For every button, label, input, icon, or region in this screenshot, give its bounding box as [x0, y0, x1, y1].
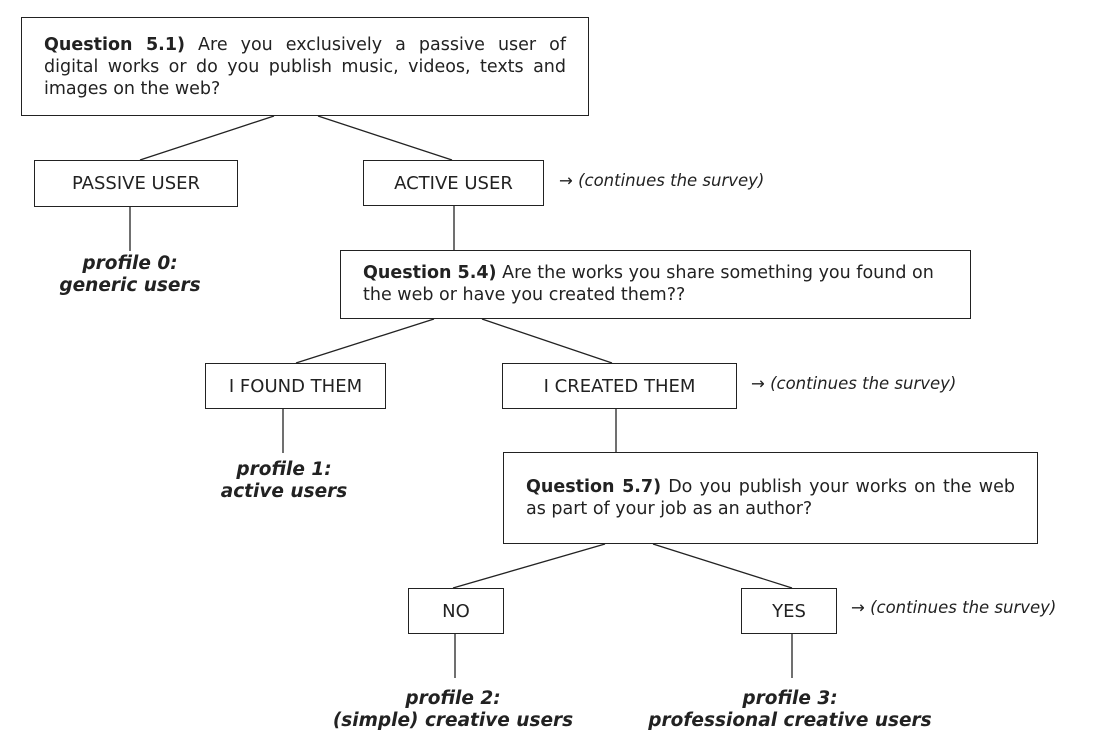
- answer-passive-user-label: PASSIVE USER: [71, 173, 201, 194]
- question-5-7-box: Question 5.7) Do you publish your works …: [503, 452, 1038, 544]
- question-5-7-label: Question 5.7): [526, 477, 662, 497]
- answer-yes-label: YES: [772, 600, 806, 622]
- question-5-4-box: Question 5.4) Are the works you share so…: [340, 250, 971, 319]
- answer-i-created-them: I CREATED THEM: [502, 363, 737, 409]
- answer-passive-user: PASSIVE USER: [34, 160, 238, 207]
- profile-3-title: profile 3:: [742, 688, 838, 709]
- answer-yes: YES: [741, 588, 837, 634]
- continues-note-2: → (continues the survey): [751, 374, 957, 393]
- profile-0: profile 0: generic users: [30, 253, 230, 297]
- continues-note-1: → (continues the survey): [559, 171, 765, 190]
- question-5-4-text: Are the works you share something you fo…: [363, 263, 934, 305]
- profile-0-name: generic users: [59, 275, 201, 296]
- connector-q2-created: [481, 318, 613, 364]
- profile-3: profile 3: professional creative users: [630, 688, 950, 732]
- connector-q1-passive: [139, 115, 275, 161]
- answer-no: NO: [408, 588, 504, 634]
- answer-active-user-label: ACTIVE USER: [394, 172, 513, 194]
- question-5-1-box: Question 5.1) Are you exclusively a pass…: [21, 17, 589, 116]
- profile-2-title: profile 2:: [405, 688, 501, 709]
- question-5-1-text: Are you exclusively a passive user of di…: [44, 35, 566, 99]
- answer-active-user: ACTIVE USER: [363, 160, 544, 206]
- continues-note-3: → (continues the survey): [851, 598, 1057, 617]
- connector-q3-no: [452, 543, 606, 589]
- profile-1: profile 1: active users: [184, 459, 384, 503]
- profile-1-name: active users: [220, 481, 348, 502]
- answer-i-found-them-label: I FOUND THEM: [228, 375, 363, 397]
- connector-q3-yes: [652, 543, 793, 589]
- question-5-4-label: Question 5.4): [363, 263, 497, 283]
- profile-0-title: profile 0:: [82, 253, 178, 274]
- answer-i-created-them-label: I CREATED THEM: [543, 375, 696, 397]
- profile-2-name: (simple) creative users: [332, 710, 574, 731]
- connector-q1-active: [317, 115, 453, 161]
- answer-i-found-them: I FOUND THEM: [205, 363, 386, 409]
- profile-1-title: profile 1:: [236, 459, 332, 480]
- profile-3-name: professional creative users: [648, 710, 932, 731]
- profile-2: profile 2: (simple) creative users: [303, 688, 603, 732]
- answer-no-label: NO: [442, 600, 470, 622]
- question-5-1-label: Question 5.1): [44, 35, 186, 55]
- question-5-7-text: Do you publish your works on the web as …: [526, 477, 1015, 519]
- connector-q2-found: [295, 318, 435, 364]
